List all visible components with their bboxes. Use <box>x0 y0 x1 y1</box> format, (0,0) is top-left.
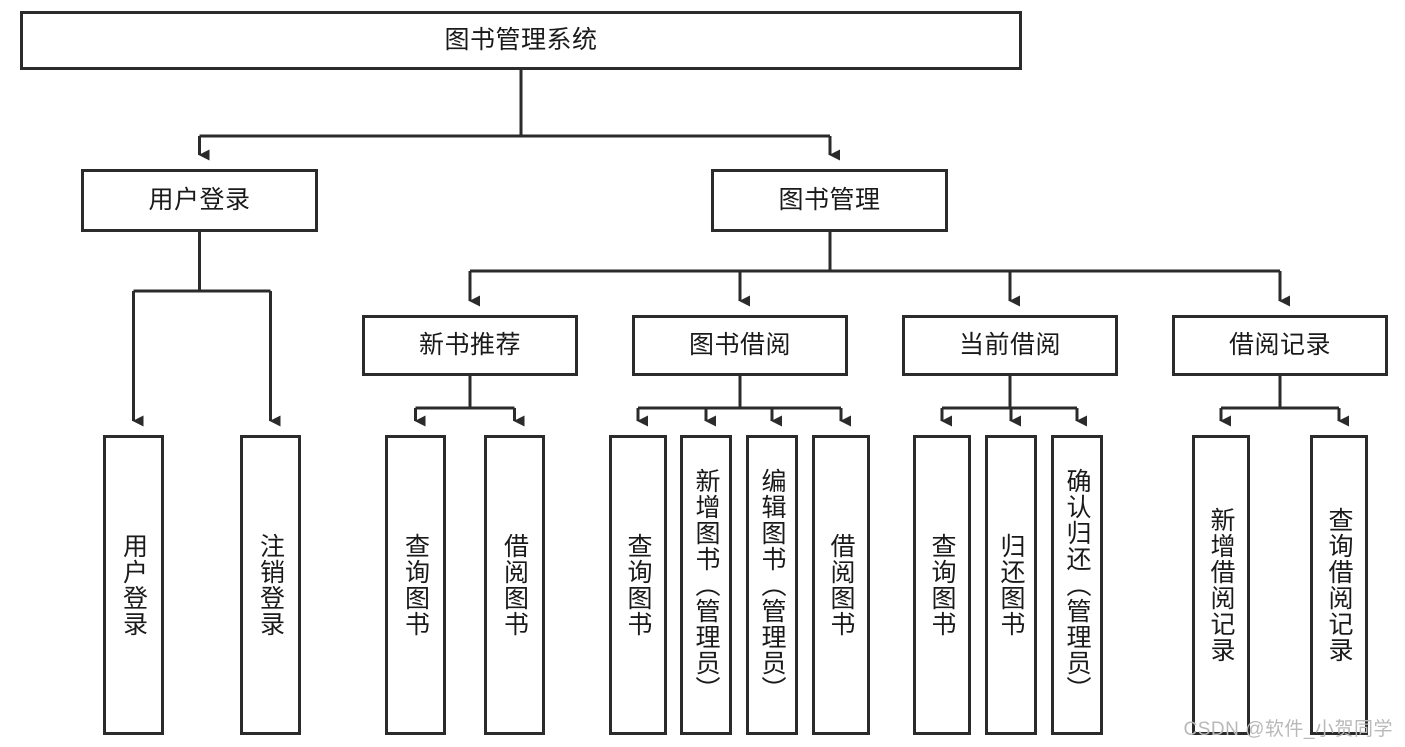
node-leaf-return-book[interactable]: 归还图书 <box>985 435 1037 735</box>
node-user-login[interactable]: 用户登录 <box>81 169 318 232</box>
node-label: 确认归还（管理员） <box>1063 468 1091 702</box>
node-leaf-borrow-book-recommend[interactable]: 借阅图书 <box>484 435 545 735</box>
node-label: 用户登录 <box>148 186 251 214</box>
node-label: 编辑图书（管理员） <box>758 468 786 702</box>
node-label: 图书借阅 <box>688 331 791 359</box>
node-current-borrow[interactable]: 当前借阅 <box>902 315 1118 376</box>
node-root-book-management-system[interactable]: 图书管理系统 <box>20 11 1022 70</box>
node-borrow-record[interactable]: 借阅记录 <box>1172 315 1388 376</box>
node-leaf-edit-book-admin[interactable]: 编辑图书（管理员） <box>746 435 798 735</box>
node-label: 查询图书 <box>928 533 956 637</box>
node-label: 查询图书 <box>624 533 652 637</box>
node-label: 归还图书 <box>997 533 1025 637</box>
node-leaf-add-borrow-record[interactable]: 新增借阅记录 <box>1192 435 1250 735</box>
node-new-book-recommend[interactable]: 新书推荐 <box>362 315 578 376</box>
node-label: 查询图书 <box>401 533 430 637</box>
node-label: 用户登录 <box>119 533 148 637</box>
node-book-management[interactable]: 图书管理 <box>711 169 948 232</box>
node-leaf-confirm-return-admin[interactable]: 确认归还（管理员） <box>1051 435 1103 735</box>
node-leaf-query-book-recommend[interactable]: 查询图书 <box>385 435 446 735</box>
node-label: 新增图书（管理员） <box>692 468 720 702</box>
node-leaf-query-book-current[interactable]: 查询图书 <box>913 435 971 735</box>
node-label: 新增借阅记录 <box>1207 507 1235 663</box>
node-book-borrow[interactable]: 图书借阅 <box>632 315 848 376</box>
node-label: 图书管理系统 <box>444 26 598 54</box>
node-leaf-borrow-book[interactable]: 借阅图书 <box>812 435 870 735</box>
node-label: 新书推荐 <box>418 331 521 359</box>
node-leaf-logout-login[interactable]: 注销登录 <box>240 435 301 735</box>
node-label: 查询借阅记录 <box>1325 507 1353 663</box>
node-leaf-add-book-admin[interactable]: 新增图书（管理员） <box>680 435 732 735</box>
node-leaf-query-borrow-record[interactable]: 查询借阅记录 <box>1310 435 1368 735</box>
node-leaf-user-login[interactable]: 用户登录 <box>103 435 164 735</box>
node-label: 注销登录 <box>256 533 285 637</box>
node-label: 借阅图书 <box>827 533 855 637</box>
node-label: 借阅图书 <box>500 533 529 637</box>
node-label: 当前借阅 <box>958 331 1061 359</box>
node-label: 图书管理 <box>778 186 881 214</box>
node-leaf-query-book-borrow[interactable]: 查询图书 <box>609 435 667 735</box>
node-label: 借阅记录 <box>1228 331 1331 359</box>
